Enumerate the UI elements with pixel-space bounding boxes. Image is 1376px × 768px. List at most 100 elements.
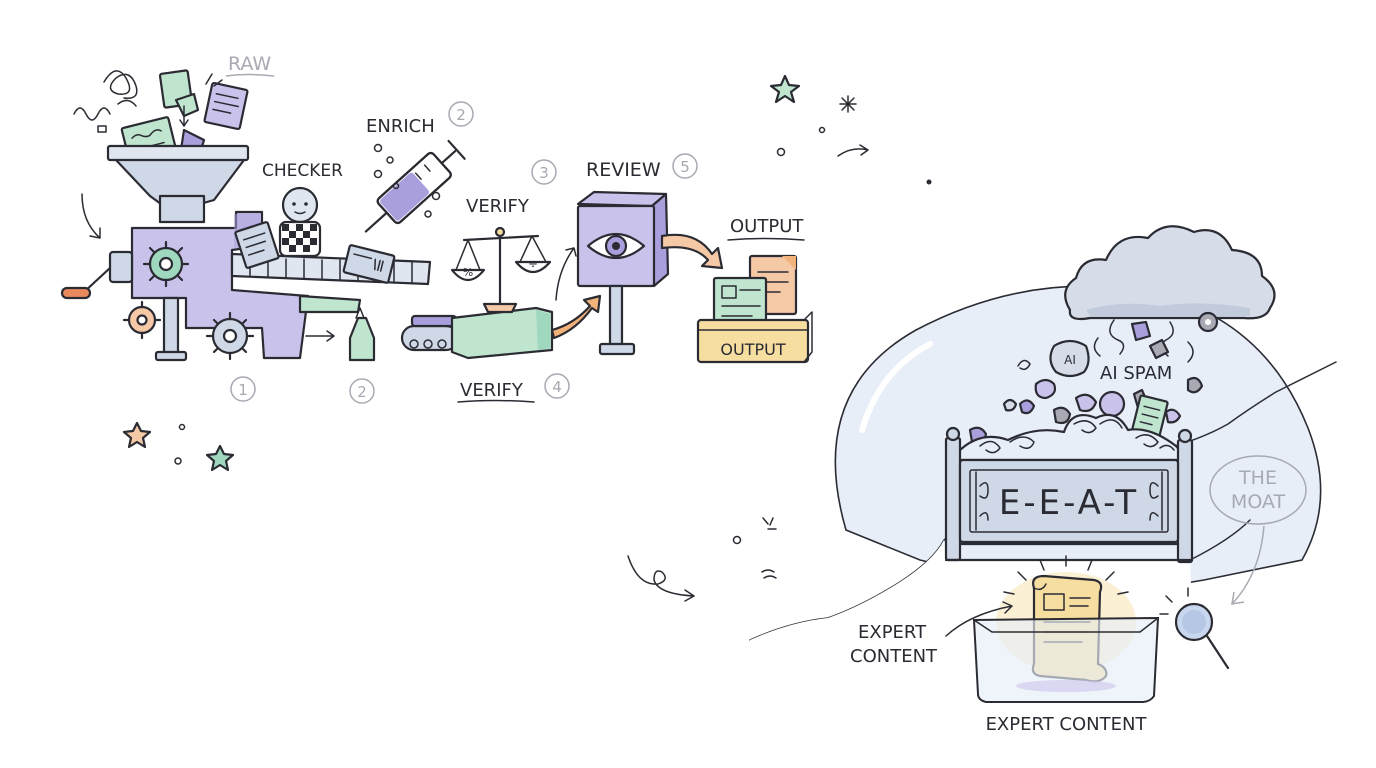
- verify-bottom-label: VERIFY: [460, 380, 524, 401]
- document-icon: [1131, 394, 1169, 438]
- svg-text:5: 5: [680, 158, 690, 176]
- scale-icon: % ÷: [450, 226, 552, 314]
- eeat-label: E-E-A-T: [999, 483, 1139, 523]
- verify-top-label: VERIFY: [466, 196, 530, 217]
- crank-handle: [60, 250, 134, 300]
- checker-figure: CHECKER: [234, 161, 396, 284]
- funnel-station: 2: [305, 307, 376, 404]
- arrow-icon: [550, 294, 602, 340]
- moat-label-group: THE MOAT: [1209, 455, 1307, 605]
- dot-icon: [926, 179, 932, 185]
- raw-underline: [225, 73, 275, 77]
- spam-cloud: [1064, 225, 1276, 321]
- enrich-station: ENRICH 2: [364, 101, 474, 233]
- bubbles: [373, 143, 441, 218]
- arrow-icon: [945, 601, 1013, 637]
- review-post: [608, 284, 624, 348]
- svg-text:4: 4: [552, 378, 562, 396]
- sparkle-icon: [205, 73, 223, 87]
- scale-base-box: [450, 306, 554, 360]
- bubble-highlight: [859, 341, 933, 433]
- small-scrap: [97, 125, 107, 133]
- ai-badge: AI: [1049, 339, 1090, 378]
- enrich-label: ENRICH: [366, 116, 435, 137]
- decorations: [122, 74, 932, 602]
- machine-foot: [154, 350, 188, 362]
- verify-station: VERIFY 3 % ÷ VERIFY: [400, 159, 602, 403]
- output-top-label: OUTPUT: [730, 216, 804, 237]
- squiggle-icon: [73, 107, 111, 121]
- dot-icon: [732, 535, 742, 545]
- paper-scrap: [174, 92, 200, 118]
- moat-scene: AI AI SPAM: [749, 225, 1337, 735]
- gear-icon: [122, 300, 162, 340]
- percent-symbol: %: [463, 266, 473, 279]
- syringe-icon: [364, 139, 466, 233]
- gate-left-post: [944, 436, 962, 562]
- sparkle-icon: [839, 95, 857, 113]
- moat-label-line1: THE: [1238, 467, 1277, 489]
- arrow-icon: [837, 144, 869, 157]
- step-1-number: 1: [230, 376, 256, 402]
- review-step-number: 5: [672, 153, 698, 179]
- gear-icon: [205, 311, 255, 361]
- svg-text:2: 2: [456, 106, 466, 124]
- hopper-rim: [106, 144, 250, 162]
- review-label: REVIEW: [586, 159, 661, 181]
- expert-content: EXPERT CONTENT EXPERT CONTENT: [850, 555, 1160, 735]
- conveyor-support: [298, 294, 362, 314]
- glow-rays: [1003, 555, 1129, 595]
- svg-text:1: 1: [238, 381, 248, 399]
- expert-label-line1: EXPERT: [858, 622, 927, 643]
- star-icon: [122, 421, 152, 449]
- dot-icon: [178, 423, 186, 431]
- gate-right-post: [1176, 438, 1194, 564]
- step-2-number: 2: [349, 378, 375, 404]
- spam-debris: [968, 311, 1219, 447]
- checkered-pattern: [282, 224, 317, 252]
- dot-icon: [818, 126, 826, 134]
- magnifier-icon: [1159, 587, 1230, 670]
- squiggle-icon: [761, 569, 777, 579]
- svg-text:3: 3: [539, 164, 549, 182]
- funnel-icon: [348, 316, 376, 362]
- held-document: [234, 221, 280, 269]
- star-icon: [205, 444, 235, 472]
- raw-label: RAW: [228, 53, 271, 75]
- divide-symbol: ÷: [528, 257, 538, 271]
- expert-bottom-label: EXPERT CONTENT: [986, 714, 1148, 735]
- checker-label: CHECKER: [262, 161, 343, 181]
- gate-panel: [958, 458, 1180, 544]
- eye-icon: [586, 233, 646, 259]
- svg-text:AI: AI: [1064, 353, 1076, 367]
- gate-scrollwork: [979, 419, 1175, 454]
- machine-leg: [162, 296, 180, 358]
- expert-label-line2: CONTENT: [850, 646, 938, 667]
- arrow-icon: [660, 233, 724, 270]
- hopper-neck: [158, 194, 206, 224]
- verify-top-step-number: 3: [531, 159, 557, 185]
- gear-icon: [142, 240, 190, 288]
- eeat-gate: E-E-A-T: [944, 413, 1194, 564]
- ai-spam-label: AI SPAM: [1100, 363, 1172, 384]
- star-icon: [769, 74, 801, 104]
- gate-bars: [975, 471, 1163, 531]
- glass-box: [972, 616, 1160, 703]
- output-station: OUTPUT OUTPUT: [696, 216, 813, 364]
- svg-text:2: 2: [357, 383, 367, 401]
- document-icon: [203, 81, 249, 131]
- review-base: [598, 342, 636, 356]
- review-station: REVIEW 5: [555, 153, 724, 356]
- processing-machine: 1: [60, 144, 432, 402]
- output-box-label: OUTPUT: [720, 340, 785, 359]
- dot-icon: [174, 457, 182, 465]
- sparkle-icon: [762, 517, 777, 530]
- enrich-step-number: 2: [448, 101, 474, 127]
- document-lines: [212, 92, 239, 114]
- curved-arrow-icon: [81, 193, 101, 239]
- checker-head: [281, 186, 319, 224]
- scribble-icon: [103, 70, 138, 99]
- curly-arrow-icon: [627, 555, 695, 602]
- gear-icon: [1197, 311, 1219, 333]
